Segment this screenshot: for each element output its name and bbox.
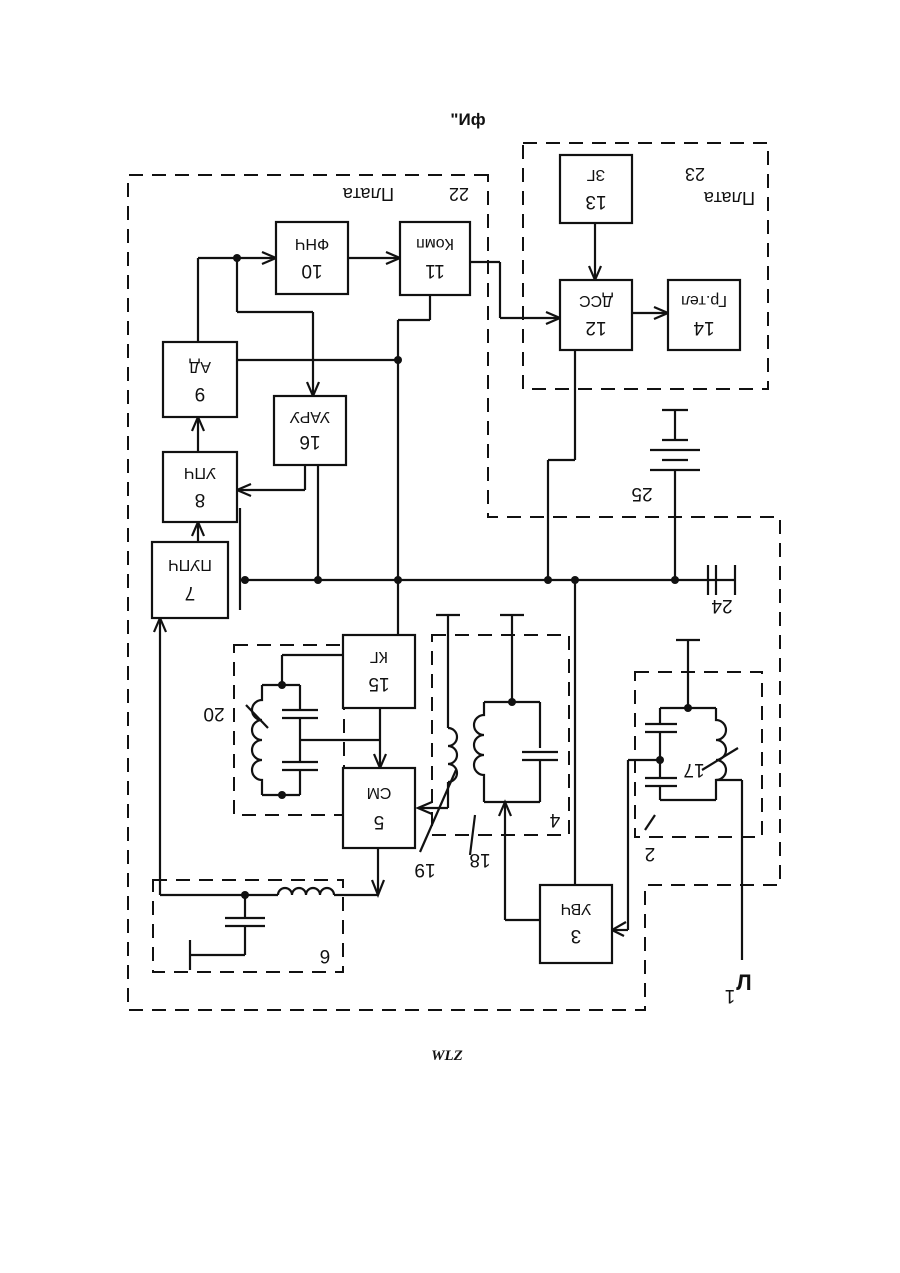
junction-bus-25: [671, 576, 679, 584]
label-17: 17: [683, 759, 704, 780]
block-10-label: ФНЧ: [295, 235, 329, 252]
block-7-label: ПУПЧ: [168, 556, 212, 573]
inductor-17: [716, 708, 726, 800]
label-2: 2: [645, 843, 656, 864]
junction-bus-15: [394, 576, 402, 584]
block-8: 8 УПЧ: [163, 452, 237, 522]
block-5-number: 5: [374, 811, 385, 832]
label-4: 4: [549, 809, 560, 830]
block-16: 16 УАРУ: [274, 396, 346, 465]
block-13: 13 ЗГ: [560, 155, 632, 223]
block-13-label: ЗГ: [587, 166, 606, 183]
sub-box-4: [432, 635, 569, 835]
label-19: 19: [414, 859, 435, 880]
block-15: 15 КГ: [343, 635, 415, 708]
block-11-label: Комп: [416, 235, 454, 252]
junction-tank-4: [508, 698, 516, 706]
junction-bus-16: [314, 576, 322, 584]
block-16-number: 16: [299, 431, 320, 452]
block-14: 14 Гр.тел: [668, 280, 740, 350]
block-3: 3 УВЧ: [540, 885, 612, 963]
block-9-number: 9: [195, 383, 206, 404]
block-7-number: 7: [185, 582, 196, 603]
junction-bus-3: [571, 576, 579, 584]
block-10: 10 ФНЧ: [276, 222, 348, 294]
label-20: 20: [203, 703, 224, 724]
block-12: 12 ДСС: [560, 280, 632, 350]
block-14-number: 14: [693, 317, 715, 338]
inductor-6: [278, 888, 334, 895]
header-text: "Иф: [450, 110, 485, 129]
block-12-label: ДСС: [579, 292, 613, 309]
board-23-number: 23: [685, 164, 705, 184]
junction-bus-7: [241, 576, 249, 584]
block-11-number: 11: [425, 260, 445, 281]
block-16-label: УАРУ: [289, 408, 330, 425]
junction-9-10: [233, 254, 241, 262]
block-9-label: АД: [189, 358, 211, 375]
block-12-number: 12: [585, 317, 606, 338]
block-10-number: 10: [301, 260, 322, 281]
tuning-17: [702, 748, 738, 770]
block-13-number: 13: [585, 191, 606, 212]
junction-input-17: [684, 704, 692, 712]
junction-filter-6: [241, 891, 249, 899]
block-11: 11 Комп: [400, 222, 470, 295]
label-1: 1: [725, 985, 736, 1006]
junction-lc-bottom: [278, 791, 286, 799]
block-15-label: КГ: [370, 648, 388, 665]
sub-box-20: [234, 645, 344, 815]
block-15-number: 15: [368, 673, 389, 694]
block-5: 5 СМ: [343, 768, 415, 848]
label-24: 24: [711, 595, 733, 616]
tuning-20: [246, 705, 268, 728]
board-22-number: 22: [449, 184, 469, 204]
label-18: 18: [469, 849, 490, 870]
block-14-label: Гр.тел: [681, 292, 727, 309]
board-22-name: Плата: [342, 184, 394, 204]
antenna-label: Л: [736, 970, 751, 995]
block-8-label: УПЧ: [184, 464, 216, 481]
board-22-label: Плата 22: [342, 184, 469, 204]
junction-bus-12: [544, 576, 552, 584]
inductor-20: [252, 685, 262, 795]
block-8-number: 8: [195, 489, 206, 510]
block-3-label: УВЧ: [561, 900, 592, 917]
block-3-number: 3: [571, 925, 582, 946]
block-7: 7 ПУПЧ: [152, 542, 228, 618]
block-9: 9 АД: [163, 342, 237, 417]
junction-cap-17: [656, 756, 664, 764]
label-25: 25: [631, 483, 652, 504]
inductor-18: [474, 702, 484, 802]
pointer-2: [645, 815, 655, 830]
label-6: 6: [320, 945, 331, 966]
junction-lc-top: [278, 681, 286, 689]
pointer-18: [470, 815, 475, 855]
board-23-name: Плата: [703, 188, 755, 208]
footer-text: WLZ: [431, 1048, 463, 1064]
inductor-19: [448, 728, 457, 782]
block-5-label: СМ: [367, 784, 392, 801]
junction-bus-9: [394, 356, 402, 364]
board-23-label: Плата 23: [685, 164, 755, 208]
